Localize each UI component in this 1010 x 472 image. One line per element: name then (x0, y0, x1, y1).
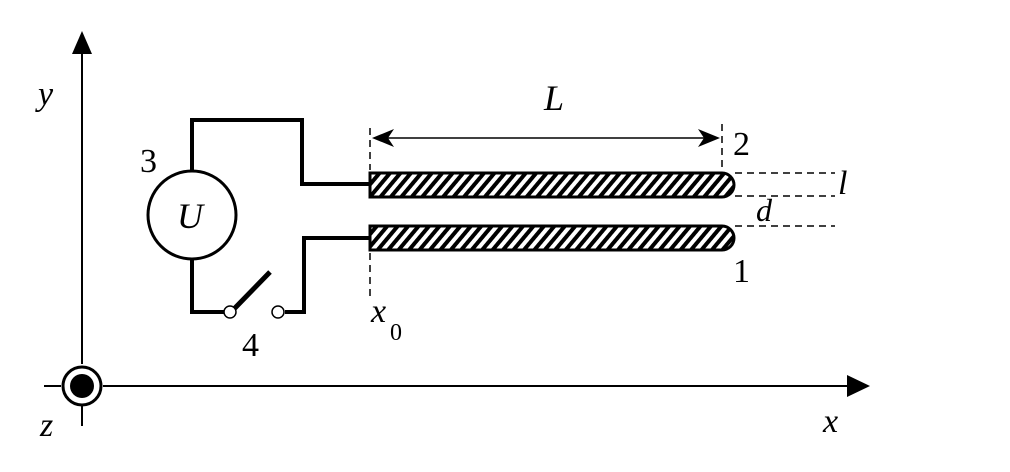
x-axis-label: x (822, 403, 838, 440)
component-4-label: 4 (242, 327, 259, 364)
arrow-right-icon (698, 129, 720, 147)
x-axis (44, 375, 870, 397)
component-1-label: 1 (733, 253, 750, 290)
z-axis-out-of-page-icon (61, 365, 103, 407)
y-axis-arrow-icon (72, 31, 92, 54)
dashed-guides (369, 124, 835, 300)
length-label: L (543, 78, 564, 118)
y-axis-label: y (35, 76, 54, 113)
voltage-label: U (177, 196, 205, 236)
lower-rod (368, 224, 736, 252)
component-3-label: 3 (140, 143, 157, 180)
circuit-wires (190, 118, 370, 314)
gap-label: d (756, 192, 773, 228)
length-dimension-arrow (372, 129, 720, 147)
start-position-label: x (370, 293, 386, 330)
switch (223, 270, 285, 319)
switch-terminal-left-icon (223, 305, 237, 319)
start-position-subscript: 0 (390, 320, 402, 346)
z-axis-label: z (39, 407, 53, 444)
voltage-source (146, 169, 238, 261)
upper-rod (368, 171, 736, 199)
switch-terminal-right-icon (271, 305, 285, 319)
y-axis (72, 31, 92, 426)
x-axis-arrow-icon (847, 375, 870, 397)
arrow-left-icon (372, 129, 394, 147)
rod-thickness-label: l (838, 165, 847, 202)
component-2-label: 2 (733, 126, 750, 163)
